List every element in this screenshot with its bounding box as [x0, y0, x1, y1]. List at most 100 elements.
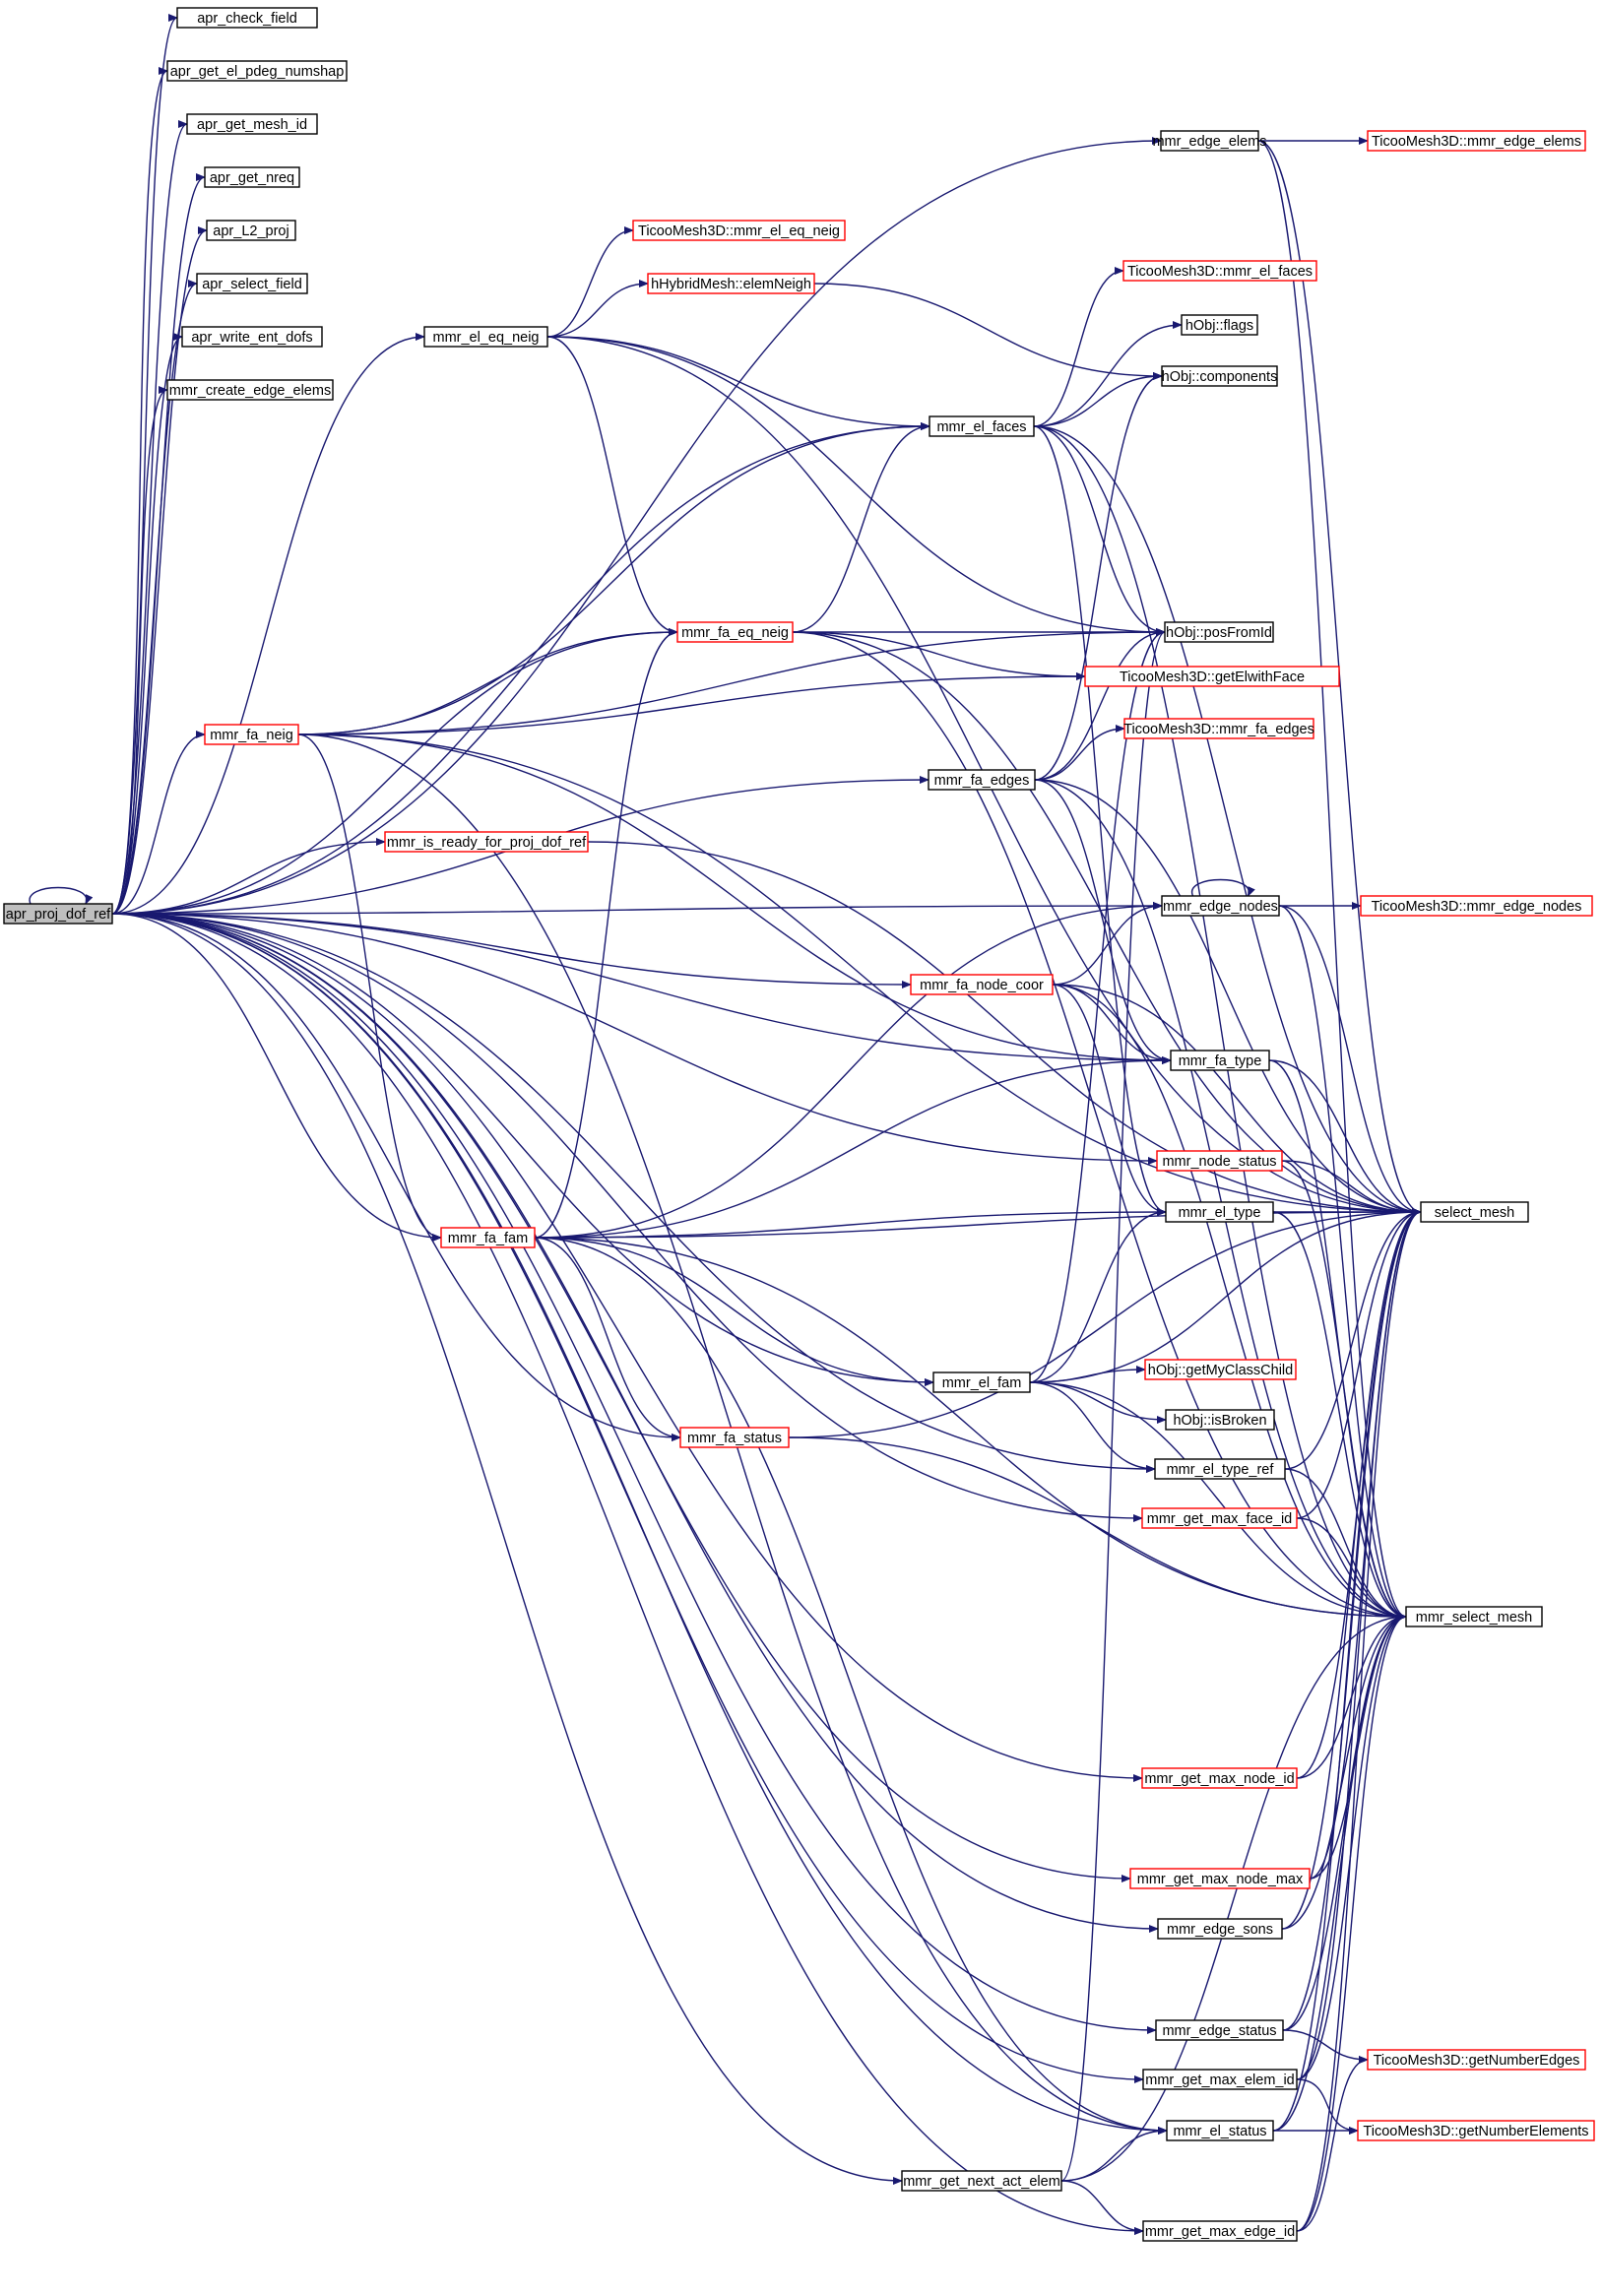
- edge-line: [1034, 779, 1172, 1064]
- edge-apr-proj-dof-ref-to-mmr-get-max-edge-id: [111, 913, 1144, 2235]
- node-mmr-edge-status[interactable]: mmr_edge_status: [1155, 2019, 1284, 2041]
- node-apr-proj-dof-ref[interactable]: apr_proj_dof_ref: [3, 903, 113, 925]
- node-ticoomesh3d-mmr-el-eq-neig[interactable]: TicooMesh3D::mmr_el_eq_neig: [632, 220, 846, 241]
- node-label: mmr_edge_elems: [1152, 134, 1266, 150]
- node-ticoomesh3d-mmr-edge-nodes[interactable]: TicooMesh3D::mmr_edge_nodes: [1360, 895, 1593, 917]
- node-mmr-get-max-node-max[interactable]: mmr_get_max_node_max: [1129, 1868, 1311, 1889]
- node-mmr-is-ready-for-proj-dof-ref[interactable]: mmr_is_ready_for_proj_dof_ref: [384, 831, 589, 853]
- node-label: apr_select_field: [202, 277, 302, 292]
- node-apr-get-el-pdeg-numshap[interactable]: apr_get_el_pdeg_numshap: [166, 60, 348, 82]
- node-label: apr_get_nreq: [210, 170, 294, 186]
- node-select-mesh[interactable]: select_mesh: [1420, 1201, 1529, 1223]
- edge-mmr-fa-fam-to-mmr-fa-status: [534, 1237, 681, 1441]
- node-mmr-edge-elems[interactable]: mmr_edge_elems: [1152, 130, 1267, 152]
- node-apr-check-field[interactable]: apr_check_field: [176, 7, 318, 29]
- edge-apr-proj-dof-ref-to-mmr-edge-elems: [111, 137, 1162, 915]
- edge-line: [534, 1056, 1172, 1239]
- node-hhybridmesh-elemneigh[interactable]: hHybridMesh::elemNeigh: [647, 273, 815, 294]
- edge-hhybridmesh-elemneigh-to-hobj-components: [813, 283, 1163, 380]
- edge-apr-proj-dof-ref-to-mmr-edge-status: [111, 913, 1157, 2034]
- node-label: mmr_el_type: [1179, 1205, 1261, 1221]
- node-hobj-posfromid[interactable]: hObj::posFromId: [1164, 621, 1274, 643]
- node-mmr-fa-eq-neig[interactable]: mmr_fa_eq_neig: [676, 621, 794, 643]
- edge-mmr-fa-fam-to-mmr-edge-nodes: [534, 902, 1163, 1239]
- node-box: [1155, 2019, 1284, 2041]
- edge-mmr-el-fam-to-mmr-el-type-ref: [1029, 1381, 1156, 1473]
- node-apr-get-nreq[interactable]: apr_get_nreq: [204, 166, 300, 188]
- edge-mmr-fa-edges-to-hobj-posfromid: [1034, 628, 1166, 781]
- node-mmr-el-type[interactable]: mmr_el_type: [1165, 1201, 1274, 1223]
- node-box: [1161, 895, 1280, 917]
- edge-line: [1284, 1208, 1422, 1470]
- edge-line: [1296, 1208, 1422, 2080]
- edge-line: [534, 1237, 1407, 1621]
- edge-mmr-el-eq-neig-to-mmr-fa-eq-neig: [546, 336, 678, 636]
- node-mmr-el-faces[interactable]: mmr_el_faces: [929, 415, 1035, 437]
- node-label: apr_L2_proj: [213, 223, 288, 239]
- edge-apr-proj-dof-ref-to-mmr-fa-fam: [111, 913, 442, 1242]
- edge-mmr-fa-fam-to-mmr-el-type: [534, 1208, 1167, 1239]
- node-mmr-edge-nodes[interactable]: mmr_edge_nodes: [1161, 895, 1280, 917]
- node-hobj-components[interactable]: hObj::components: [1161, 365, 1278, 387]
- edge-line: [111, 333, 183, 915]
- node-ticoomesh3d-getnumberedges[interactable]: TicooMesh3D::getNumberEdges: [1367, 2049, 1586, 2071]
- node-box: [1129, 1868, 1311, 1889]
- edge-mmr-el-fam-to-select-mesh: [1029, 1208, 1422, 1383]
- node-mmr-get-max-node-id[interactable]: mmr_get_max_node_id: [1141, 1767, 1298, 1789]
- node-box: [1165, 1409, 1275, 1431]
- node-mmr-get-max-face-id[interactable]: mmr_get_max_face_id: [1141, 1507, 1298, 1529]
- edge-line: [1296, 1208, 1422, 1519]
- edge-line: [111, 386, 168, 915]
- edge-mmr-edge-nodes-to-mmr-select-mesh: [1278, 905, 1407, 1621]
- node-ticoomesh3d-getelwithface[interactable]: TicooMesh3D::getElwithFace: [1084, 666, 1340, 687]
- node-box: [204, 724, 299, 745]
- node-mmr-get-next-act-elem[interactable]: mmr_get_next_act_elem: [901, 2170, 1062, 2192]
- edge-line: [1029, 1381, 1407, 1621]
- edge-line: [1281, 1160, 1407, 1621]
- node-apr-l2-proj[interactable]: apr_L2_proj: [206, 220, 296, 241]
- edge-apr-proj-dof-ref-to-mmr-el-type-ref: [111, 913, 1156, 1473]
- node-hobj-flags[interactable]: hObj::flags: [1181, 314, 1258, 336]
- node-mmr-el-type-ref[interactable]: mmr_el_type_ref: [1154, 1458, 1286, 1480]
- node-apr-write-ent-dofs[interactable]: apr_write_ent_dofs: [181, 326, 323, 348]
- node-hobj-isbroken[interactable]: hObj::isBroken: [1165, 1409, 1275, 1431]
- node-ticoomesh3d-mmr-el-faces[interactable]: TicooMesh3D::mmr_el_faces: [1122, 260, 1317, 282]
- edge-line: [1282, 1613, 1407, 2031]
- edge-mmr-fa-fam-to-mmr-fa-eq-neig: [534, 628, 678, 1239]
- node-mmr-el-eq-neig[interactable]: mmr_el_eq_neig: [423, 326, 548, 348]
- node-mmr-fa-fam[interactable]: mmr_fa_fam: [440, 1227, 536, 1248]
- edge-mmr-fa-status-to-select-mesh: [788, 1208, 1422, 1438]
- node-apr-select-field[interactable]: apr_select_field: [196, 273, 308, 294]
- edge-mmr-fa-neig-to-ticoomesh3d-getelwithface: [297, 672, 1086, 735]
- edge-mmr-el-faces-to-select-mesh: [1033, 425, 1422, 1216]
- edge-line: [1033, 267, 1124, 427]
- edge-mmr-is-ready-for-proj-dof-ref-to-select-mesh: [587, 841, 1422, 1216]
- node-mmr-el-fam[interactable]: mmr_el_fam: [932, 1371, 1031, 1393]
- node-box: [1156, 1150, 1283, 1172]
- edge-line: [1052, 984, 1167, 1216]
- edge-mmr-fa-fam-to-mmr-fa-type: [534, 1056, 1172, 1239]
- node-mmr-create-edge-elems[interactable]: mmr_create_edge_elems: [166, 379, 334, 401]
- node-apr-get-mesh-id[interactable]: apr_get_mesh_id: [186, 113, 318, 135]
- node-mmr-fa-edges[interactable]: mmr_fa_edges: [928, 769, 1036, 791]
- edge-line: [29, 886, 94, 905]
- node-box: [632, 220, 846, 241]
- edge-apr-proj-dof-ref-to-mmr-fa-eq-neig: [111, 628, 678, 915]
- node-ticoomesh3d-mmr-edge-elems[interactable]: TicooMesh3D::mmr_edge_elems: [1367, 130, 1586, 152]
- node-mmr-get-max-edge-id[interactable]: mmr_get_max_edge_id: [1142, 2220, 1298, 2242]
- node-mmr-select-mesh[interactable]: mmr_select_mesh: [1405, 1606, 1543, 1627]
- node-mmr-get-max-elem-id[interactable]: mmr_get_max_elem_id: [1142, 2069, 1298, 2090]
- node-ticoomesh3d-mmr-fa-edges[interactable]: TicooMesh3D::mmr_fa_edges: [1123, 718, 1314, 739]
- node-mmr-edge-sons[interactable]: mmr_edge_sons: [1157, 1918, 1283, 1940]
- node-hobj-getmyclasschild[interactable]: hObj::getMyClassChild: [1144, 1359, 1297, 1380]
- node-mmr-fa-node-coor[interactable]: mmr_fa_node_coor: [910, 974, 1054, 995]
- edge-mmr-el-eq-neig-to-mmr-el-faces: [546, 336, 930, 430]
- edge-line: [1034, 628, 1166, 781]
- node-ticoomesh3d-getnumberelements[interactable]: TicooMesh3D::getNumberElements: [1357, 2120, 1595, 2141]
- node-mmr-el-status[interactable]: mmr_el_status: [1166, 2120, 1274, 2141]
- node-mmr-fa-neig[interactable]: mmr_fa_neig: [204, 724, 299, 745]
- node-box: [1157, 1918, 1283, 1940]
- node-mmr-fa-type[interactable]: mmr_fa_type: [1170, 1050, 1270, 1071]
- node-mmr-fa-status[interactable]: mmr_fa_status: [679, 1427, 790, 1448]
- node-mmr-node-status[interactable]: mmr_node_status: [1156, 1150, 1283, 1172]
